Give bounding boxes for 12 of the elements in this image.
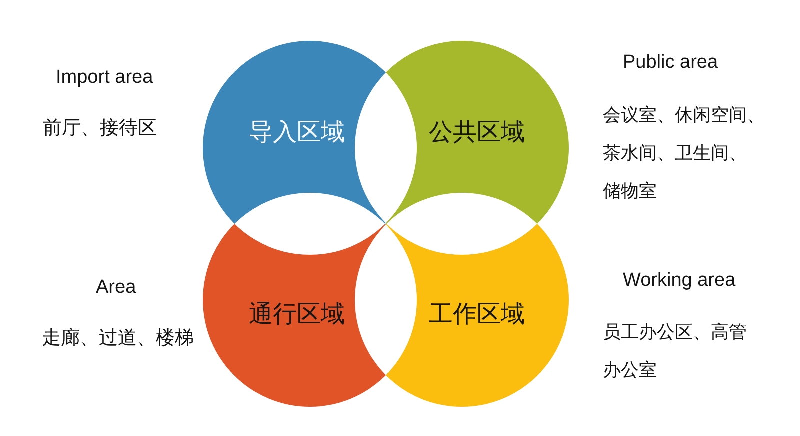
petal-shape: 公共区域 bbox=[386, 41, 569, 224]
side-heading: Import area bbox=[56, 66, 154, 88]
petal-shape: 通行区域 bbox=[203, 224, 386, 407]
petal-shape: 工作区域 bbox=[386, 224, 569, 407]
side-heading: Working area bbox=[623, 268, 736, 292]
side-note: 走廊、过道、楼梯 bbox=[42, 326, 194, 350]
petal-shape: 导入区域 bbox=[203, 41, 386, 224]
side-heading: Area bbox=[96, 276, 136, 298]
side-note: 会议室、休闲空间、茶水间、卫生间、储物室 bbox=[603, 104, 766, 203]
side-note: 前厅、接待区 bbox=[43, 116, 157, 140]
side-note: 员工办公区、高管办公室 bbox=[603, 321, 748, 382]
side-heading: Public area bbox=[623, 50, 718, 74]
